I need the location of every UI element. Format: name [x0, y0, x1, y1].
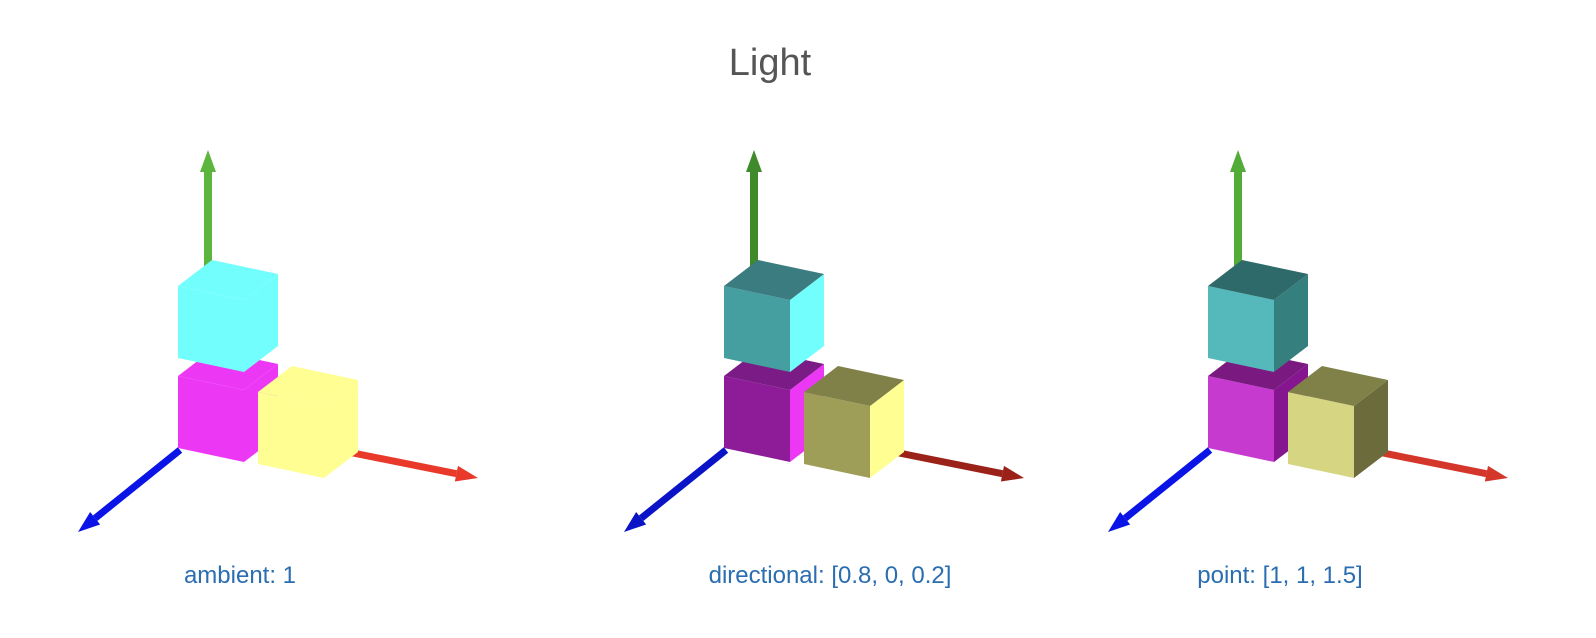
x-axis-arrow	[347, 448, 478, 482]
yellow-cube	[1288, 366, 1388, 478]
cyan-cube	[178, 260, 278, 372]
z-axis-arrow	[1108, 447, 1213, 532]
z-axis-arrow	[78, 447, 183, 532]
cyan-cube	[1208, 260, 1308, 372]
point-light-panel	[1108, 150, 1508, 532]
directional-light-panel	[624, 150, 1024, 532]
x-axis-arrow	[893, 448, 1024, 482]
yellow-cube	[258, 366, 358, 478]
figure-title: Light	[728, 42, 812, 84]
yellow-cube	[804, 366, 904, 478]
ambient-light-panel	[78, 150, 478, 532]
y-axis-arrow	[200, 150, 216, 272]
point-caption: point: [1, 1, 1.5]	[1197, 562, 1363, 589]
directional-caption: directional: [0.8, 0, 0.2]	[708, 562, 952, 589]
x-axis-arrow	[1377, 448, 1508, 482]
y-axis-arrow	[746, 150, 762, 272]
ambient-caption: ambient: 1	[183, 562, 297, 589]
cyan-cube	[724, 260, 824, 372]
z-axis-arrow	[624, 447, 729, 532]
y-axis-arrow	[1230, 150, 1246, 272]
